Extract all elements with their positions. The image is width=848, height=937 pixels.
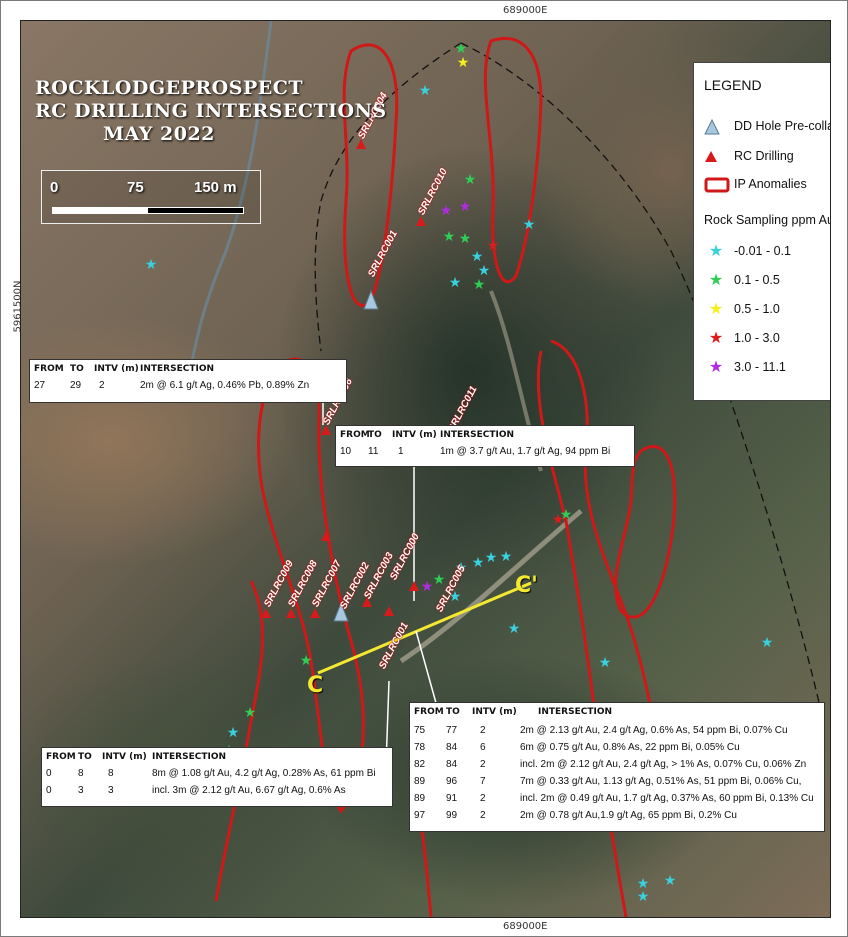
aerial-map[interactable]: ★ ★ ★ ★ ★ ★ ★ ★ ★ ★ ★ ★ ★ ★ ★ ★ ★ ★ ★ ★	[20, 20, 831, 918]
svg-text:★: ★	[508, 621, 521, 637]
legend-title: LEGEND	[704, 77, 762, 93]
legend-class-5: ★3.0 - 11.1	[704, 357, 786, 377]
track-line	[399, 509, 583, 664]
svg-text:★: ★	[471, 249, 484, 265]
svg-text:★: ★	[300, 653, 313, 669]
creek-line	[184, 21, 273, 392]
svg-text:★: ★	[449, 275, 462, 291]
ip-anomaly-outline	[257, 357, 365, 814]
svg-text:★: ★	[487, 238, 500, 254]
svg-text:★: ★	[560, 507, 573, 523]
svg-text:★: ★	[478, 263, 491, 279]
star-icon: ★	[708, 330, 724, 347]
easting-top-label: 689000E	[503, 5, 548, 16]
svg-text:★: ★	[552, 512, 565, 528]
star-icon: ★	[708, 243, 724, 260]
svg-text:★: ★	[449, 589, 462, 605]
svg-text:★: ★	[443, 229, 456, 245]
svg-text:★: ★	[421, 579, 434, 595]
svg-text:★: ★	[459, 199, 472, 215]
legend-class-3: ★0.5 - 1.0	[704, 299, 780, 319]
legend-class-1: ★-0.01 - 0.1	[704, 241, 791, 261]
rock-sample-stars: ★ ★ ★ ★ ★ ★ ★ ★ ★ ★ ★ ★ ★ ★ ★ ★ ★ ★ ★ ★	[145, 41, 774, 905]
svg-text:★: ★	[761, 635, 774, 651]
intersection-table-srlrc005: FROM TO INTV (m) INTERSECTION 75 77 2 2m…	[409, 702, 825, 832]
section-label-start: C	[307, 673, 324, 698]
section-line	[317, 581, 532, 675]
rc-hole-markers	[261, 139, 426, 618]
boundary-line	[460, 42, 822, 712]
svg-text:★: ★	[599, 655, 612, 671]
svg-text:★: ★	[664, 873, 677, 889]
svg-text:★: ★	[472, 555, 485, 571]
svg-text:★: ★	[473, 277, 486, 293]
svg-text:★: ★	[457, 55, 470, 71]
intersection-table-srlrc011: FROM TO INTV (m) INTERSECTION 10 11 1 1m…	[335, 425, 635, 467]
dd-hole-marker	[333, 601, 349, 622]
map-overlay: ★ ★ ★ ★ ★ ★ ★ ★ ★ ★ ★ ★ ★ ★ ★ ★ ★ ★ ★ ★	[145, 21, 822, 917]
intersection-table-srlrc006: FROM TO INTV (m) INTERSECTION 27 29 2 2m…	[29, 359, 347, 403]
svg-text:★: ★	[455, 560, 468, 576]
legend-dd: DD Hole Pre-collars	[704, 119, 830, 135]
svg-text:★: ★	[227, 725, 240, 741]
svg-text:★: ★	[455, 41, 468, 57]
svg-text:★: ★	[637, 876, 650, 892]
dd-hole-marker	[363, 289, 379, 310]
legend: LEGEND DD Hole Pre-collars RC Drilling I…	[693, 62, 831, 401]
svg-text:★: ★	[485, 550, 498, 566]
star-icon: ★	[708, 301, 724, 318]
svg-text:★: ★	[145, 257, 158, 273]
easting-bottom-label: 689000E	[503, 921, 548, 932]
intersection-table-srlrc001: FROM TO INTV (m) INTERSECTION 0 8 8 8m @…	[41, 747, 393, 807]
svg-text:★: ★	[464, 172, 477, 188]
legend-class-2: ★0.1 - 0.5	[704, 270, 780, 290]
legend-rock-title: Rock Sampling ppm Au	[704, 213, 831, 227]
ip-anomaly-outline	[614, 445, 677, 619]
legend-class-4: ★1.0 - 3.0	[704, 328, 780, 348]
scale-bar: 0 75 150 m	[41, 170, 261, 224]
section-label-end: C'	[515, 573, 538, 598]
svg-text:★: ★	[419, 83, 432, 99]
svg-text:★: ★	[244, 705, 257, 721]
svg-text:★: ★	[500, 549, 513, 565]
ip-anomaly-outline	[214, 580, 264, 902]
svg-text:★: ★	[433, 572, 446, 588]
star-icon: ★	[708, 359, 724, 376]
star-icon: ★	[708, 272, 724, 289]
svg-text:★: ★	[637, 889, 650, 905]
ip-anomaly-outline	[483, 37, 543, 284]
svg-text:★: ★	[440, 203, 453, 219]
svg-text:★: ★	[459, 231, 472, 247]
legend-ip: IP Anomalies	[704, 177, 807, 193]
boundary-line	[314, 42, 462, 352]
svg-text:★: ★	[523, 217, 536, 233]
legend-rc: RC Drilling	[704, 149, 794, 163]
